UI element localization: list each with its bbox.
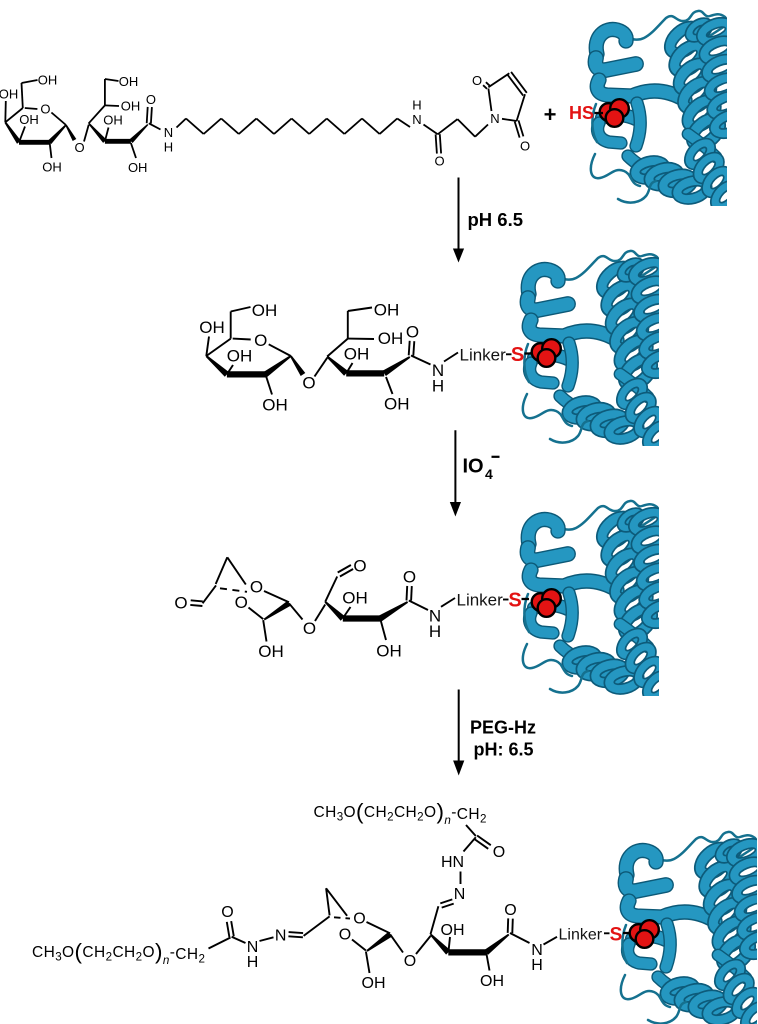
svg-text:H: H — [247, 954, 259, 971]
svg-text:OH: OH — [128, 160, 148, 175]
svg-text:N: N — [247, 939, 259, 956]
svg-text:OH: OH — [38, 73, 58, 88]
svg-text:O: O — [472, 73, 482, 88]
svg-text:OH: OH — [344, 345, 370, 364]
svg-text:OH: OH — [374, 301, 400, 320]
svg-text:pH 6.5: pH 6.5 — [468, 209, 524, 230]
svg-text:OH: OH — [441, 922, 465, 939]
svg-text:O: O — [40, 102, 50, 117]
svg-text:O: O — [520, 139, 530, 154]
svg-text:OH: OH — [258, 642, 284, 661]
svg-text:Linker: Linker — [559, 927, 603, 944]
svg-text:OH: OH — [252, 301, 278, 320]
svg-text:O: O — [403, 568, 416, 587]
svg-text:H: H — [429, 622, 441, 641]
svg-text:OH: OH — [103, 113, 123, 128]
svg-text:O: O — [404, 953, 416, 970]
svg-text:O: O — [493, 844, 505, 861]
svg-text:N: N — [412, 112, 421, 127]
svg-text:+: + — [544, 102, 557, 127]
svg-text:H: H — [164, 140, 173, 155]
svg-text:OH: OH — [121, 99, 141, 114]
svg-text:O: O — [221, 904, 233, 921]
svg-text:O: O — [254, 331, 267, 350]
svg-text:O: O — [434, 154, 444, 169]
svg-text:N: N — [275, 928, 287, 945]
svg-text:Linker: Linker — [457, 590, 504, 609]
svg-text:O: O — [353, 911, 365, 928]
svg-text:O: O — [174, 594, 187, 613]
svg-text:N: N — [432, 361, 444, 380]
svg-text:N: N — [490, 111, 499, 126]
svg-text:OH: OH — [376, 642, 402, 661]
svg-text:O: O — [303, 619, 316, 638]
svg-text:OH: OH — [362, 975, 386, 992]
svg-text:O: O — [504, 902, 516, 919]
svg-text:S: S — [610, 924, 623, 945]
svg-text:N: N — [454, 886, 466, 903]
svg-text:H: H — [432, 377, 444, 396]
svg-text:OH: OH — [227, 347, 253, 366]
svg-text:S: S — [508, 589, 521, 611]
svg-text:N: N — [429, 607, 441, 626]
svg-text:O: O — [353, 557, 366, 576]
svg-text:O: O — [250, 578, 263, 597]
svg-text:OH: OH — [480, 973, 504, 990]
svg-text:4: 4 — [485, 466, 493, 482]
svg-text:pH: 6.5: pH: 6.5 — [474, 740, 534, 760]
svg-text:OH: OH — [384, 395, 410, 414]
svg-text:O: O — [339, 927, 351, 944]
svg-text:OH: OH — [262, 396, 288, 415]
svg-text:HN: HN — [441, 854, 464, 871]
svg-text:OH: OH — [119, 74, 139, 89]
svg-text:N: N — [531, 942, 543, 959]
svg-text:IO: IO — [463, 456, 484, 478]
svg-text:H: H — [412, 98, 421, 113]
svg-text:OH: OH — [19, 112, 39, 127]
svg-text:OH: OH — [42, 160, 62, 175]
svg-text:O: O — [146, 92, 156, 107]
svg-text:O: O — [74, 140, 84, 155]
svg-text:O: O — [406, 323, 419, 342]
svg-text:HS: HS — [569, 103, 594, 123]
svg-text:OH: OH — [199, 318, 225, 337]
svg-text:PEG-Hz: PEG-Hz — [470, 718, 536, 738]
svg-text:O: O — [302, 374, 315, 393]
svg-text:O: O — [235, 593, 248, 612]
svg-text:S: S — [511, 344, 524, 366]
svg-text:OH: OH — [342, 589, 368, 608]
svg-text:OH: OH — [0, 87, 18, 102]
svg-text:OH: OH — [378, 329, 404, 348]
svg-text:H: H — [531, 957, 543, 974]
svg-text:N: N — [164, 125, 173, 140]
svg-text:Linker: Linker — [460, 345, 507, 364]
